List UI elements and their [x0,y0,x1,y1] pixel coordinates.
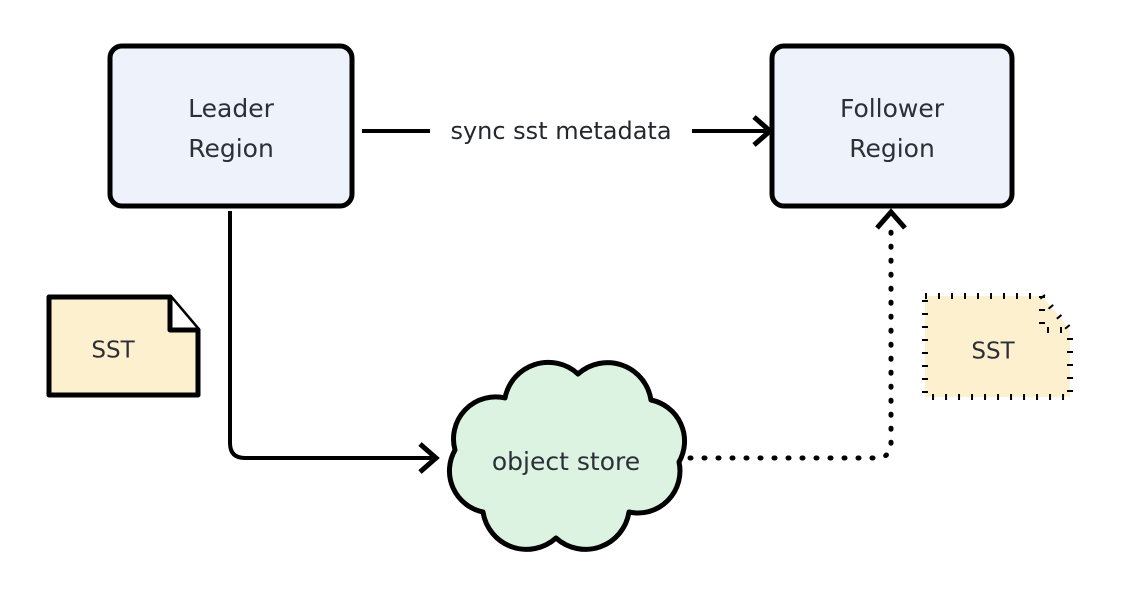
edge-upload [228,211,440,474]
node-leader-region-box[interactable] [107,43,355,209]
edge-sync-metadata: sync sst metadata [362,115,774,147]
node-sst-source-body[interactable] [46,294,201,398]
node-sst-replica[interactable]: SST [922,293,1073,400]
node-sst-replica-fill [925,296,1070,397]
node-leader-region-label-line2: Region [188,134,274,163]
node-sst-source[interactable]: SST [46,294,201,398]
node-follower-region-box[interactable] [769,43,1015,209]
node-follower-region[interactable]: Follower Region [769,43,1015,209]
edge-fetch-arrowhead [875,208,907,230]
node-follower-region-label-line1: Follower [840,94,945,123]
node-object-store-label: object store [492,447,640,476]
node-sst-source-fold [167,294,201,333]
node-leader-region-label-line1: Leader [188,94,274,123]
node-leader-region[interactable]: Leader Region [107,43,355,209]
node-object-store-cloud[interactable] [446,359,688,552]
node-sst-source-label: SST [91,338,135,364]
edge-upload-path [228,211,432,460]
node-sst-replica-fold [1039,296,1070,333]
node-sst-replica-label: SST [971,339,1015,365]
edge-fetch-path [687,225,894,461]
node-follower-region-label-line2: Region [849,134,935,163]
edge-sync-metadata-label: sync sst metadata [450,117,671,145]
edge-upload-arrowhead [418,442,440,474]
node-object-store[interactable]: object store [446,359,688,552]
edge-fetch [687,208,907,461]
